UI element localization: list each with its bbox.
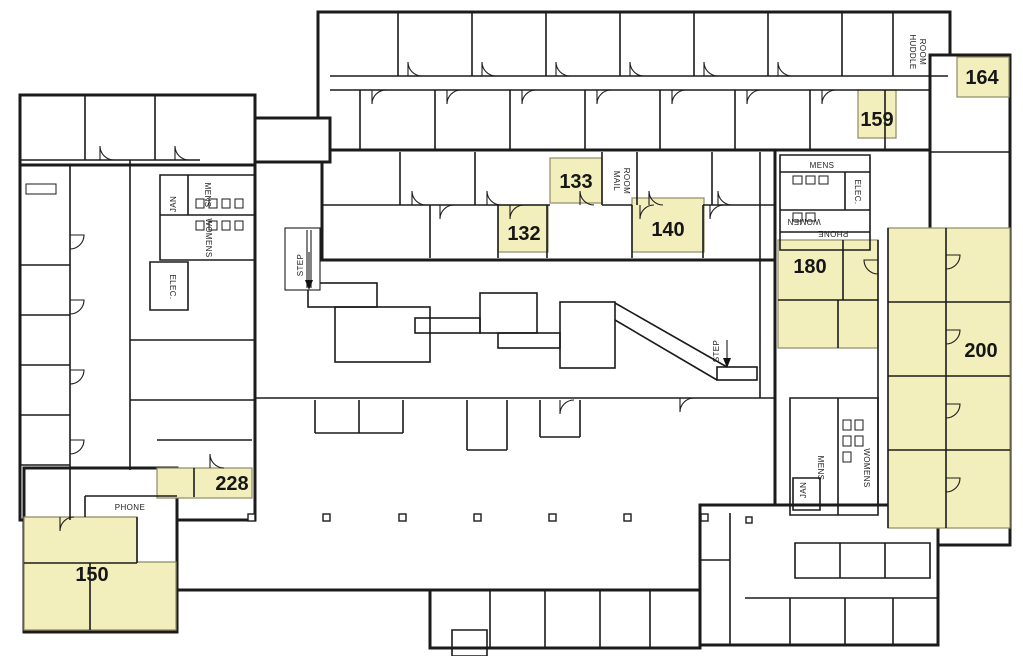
suite-132[interactable]: 132 <box>497 204 549 253</box>
elec-upper-right-label: ELEC. <box>853 179 862 204</box>
phone-upper-right-label: PHONE <box>818 229 848 238</box>
bottom-center-rooms <box>428 588 702 650</box>
huddle-room-label-line2: ROOM <box>918 39 927 66</box>
suite-150-number: 150 <box>75 564 108 586</box>
suite-180-number: 180 <box>793 256 826 278</box>
women-upper-right-label: WOMEN <box>787 217 821 226</box>
mail-room-label-line1: MAIL <box>612 171 621 191</box>
suite-228-number: 228 <box>215 473 248 495</box>
labels: HUDDLE ROOM MAIL ROOM MENS JAN WOMENS EL… <box>115 34 927 512</box>
womens-lower-right-label: WOMENS <box>862 448 871 487</box>
suite-228[interactable]: 228 <box>156 467 253 499</box>
toilet-fixtures <box>195 175 864 463</box>
jan-lower-right-label: JAN <box>799 482 808 498</box>
columns <box>247 513 753 524</box>
suite-200-number: 200 <box>964 340 997 362</box>
suite-132-number: 132 <box>507 223 540 245</box>
elec-left-label: ELEC. <box>168 274 177 299</box>
mens-upper-right-label: MENS <box>810 161 835 170</box>
suite-164[interactable]: 164 <box>956 56 1010 98</box>
suite-180[interactable]: 180 <box>777 239 879 349</box>
step-right-label: STEP <box>712 340 721 363</box>
jan-left-label: JAN <box>169 196 178 212</box>
step-left-label: STEP <box>296 254 305 277</box>
mens-left-label: MENS <box>203 183 212 208</box>
right-stair-arrow <box>723 358 731 368</box>
suite-159[interactable]: 159 <box>857 89 897 139</box>
suite-133[interactable]: 133 <box>549 157 603 204</box>
top-wing <box>316 10 952 152</box>
left-stair-arrow <box>305 280 313 290</box>
mail-room-label-line2: ROOM <box>622 168 631 195</box>
suite-133-number: 133 <box>559 171 592 193</box>
suite-140[interactable]: 140 <box>631 197 705 253</box>
huddle-room-label-line1: HUDDLE <box>908 34 917 69</box>
atrium-outline <box>307 282 758 381</box>
left-stair <box>284 227 321 291</box>
stairs <box>284 227 731 368</box>
womens-left-label: WOMENS <box>204 218 213 257</box>
phone-left-label: PHONE <box>115 503 145 512</box>
interior-walls <box>20 12 1010 656</box>
suite-159-number: 159 <box>860 109 893 131</box>
mens-lower-right-label: MENS <box>816 456 825 481</box>
suite-200[interactable]: 200 <box>887 227 1011 529</box>
door-arcs <box>59 61 961 532</box>
suite-164-number: 164 <box>965 67 999 89</box>
connector-corridor <box>248 116 332 164</box>
suite-140-number: 140 <box>651 219 684 241</box>
suite-highlights: 164 159 133 132 140 180 200 228 <box>23 56 1011 631</box>
